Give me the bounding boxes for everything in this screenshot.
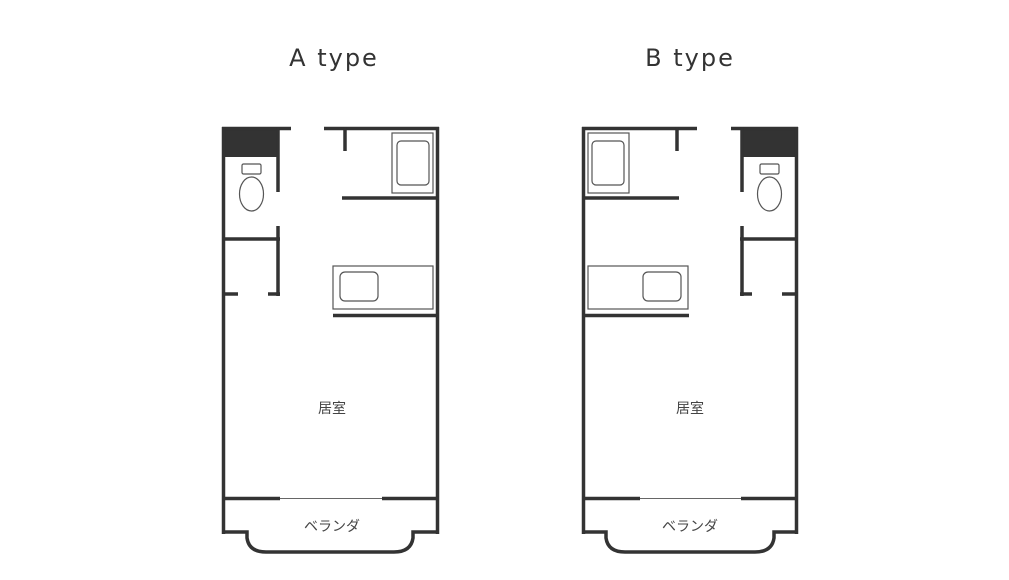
plan-a-living-room-label: 居室 — [318, 400, 346, 417]
plan-b-living-room-label: 居室 — [676, 400, 704, 417]
plan-b-title: B type — [645, 44, 735, 72]
shaft-block — [222, 127, 278, 157]
plan-a-title: A type — [289, 44, 379, 72]
bathtub-icon — [587, 132, 630, 194]
toilet-icon — [238, 163, 265, 212]
toilet-icon — [756, 163, 783, 212]
bathtub-icon — [391, 132, 434, 194]
plan-b — [581, 126, 799, 554]
plan-a-balcony-label: ベランダ — [304, 519, 360, 535]
plan-b-balcony-label: ベランダ — [662, 519, 718, 535]
shaft-block — [742, 127, 798, 157]
kitchen-sink-icon — [587, 265, 689, 310]
plan-a — [221, 126, 440, 554]
kitchen-sink-icon — [332, 265, 434, 310]
